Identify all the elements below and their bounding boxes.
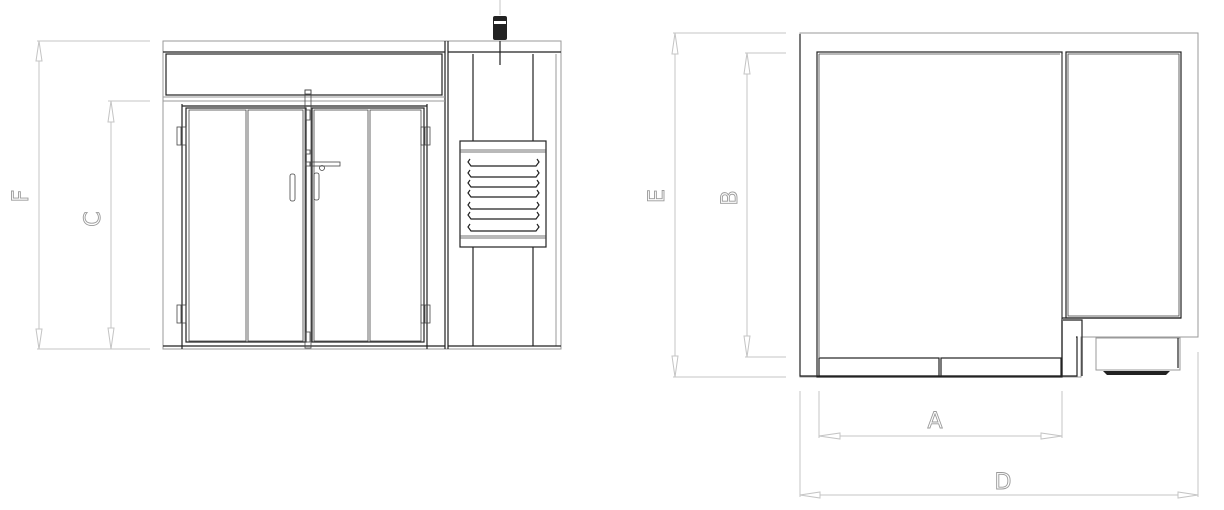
door-handle-left — [289, 173, 296, 202]
dimension-d: D — [799, 352, 1199, 499]
dimension-label-c: C — [81, 211, 106, 226]
door-leaf-left — [185, 107, 307, 343]
louver-grille — [459, 140, 547, 248]
side-compartment — [1061, 51, 1182, 376]
lock-handle — [309, 161, 341, 167]
locking-bar — [304, 89, 341, 349]
dimension-a: A — [818, 391, 1063, 440]
hinges — [176, 126, 431, 324]
dimension-c: C — [81, 100, 150, 350]
front-elevation: F C — [9, 0, 562, 350]
dimension-e: E — [645, 32, 786, 378]
door-frame — [163, 104, 445, 349]
dimension-label-e: E — [645, 189, 670, 203]
plan-view: E B — [645, 32, 1199, 499]
main-compartment — [816, 51, 1063, 378]
dimension-label-d: D — [995, 470, 1012, 495]
condenser-unit-icon — [1095, 337, 1181, 375]
condensing-unit-section — [448, 54, 561, 347]
outer-wall — [799, 32, 1199, 378]
door-leaf-right — [311, 107, 425, 343]
dimension-label-a: A — [927, 409, 942, 434]
dimension-label-f: F — [9, 190, 34, 203]
dimension-label-b: B — [718, 190, 743, 205]
door-handle-right — [313, 172, 320, 201]
floor-panels — [818, 357, 1062, 377]
dimension-b: B — [718, 52, 786, 358]
louver-slats — [467, 158, 540, 232]
vent-cap-icon — [493, 0, 507, 65]
transom-panel — [163, 53, 445, 102]
dimension-f: F — [9, 40, 150, 350]
